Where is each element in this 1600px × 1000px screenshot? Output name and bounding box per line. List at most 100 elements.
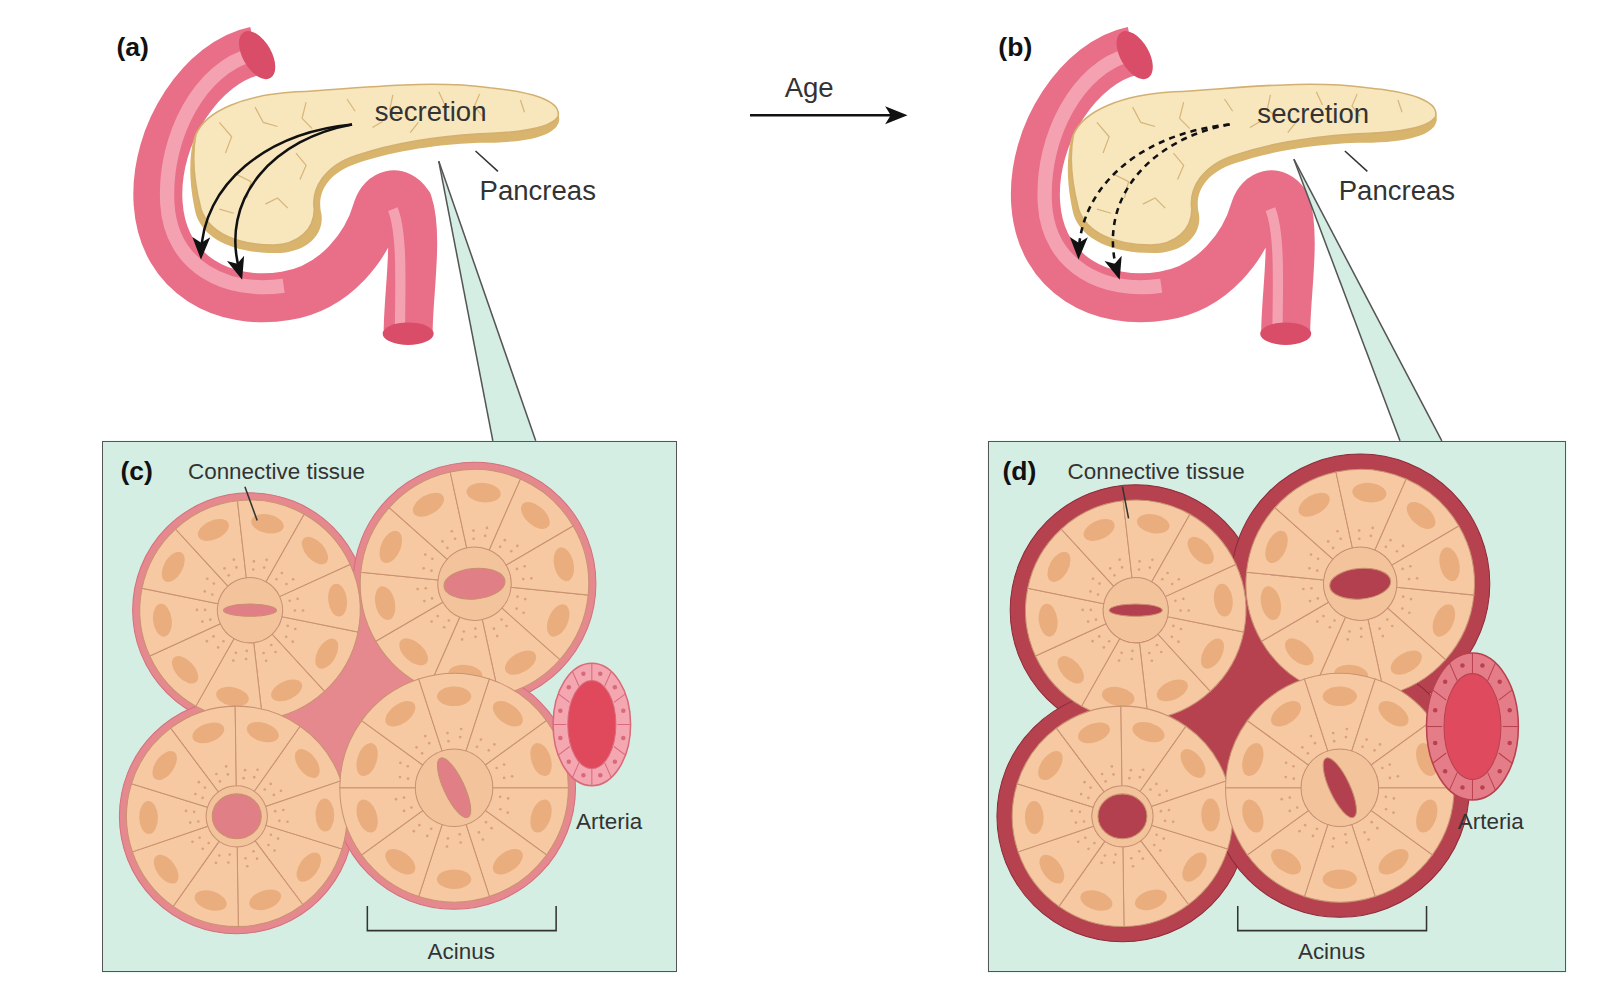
granule [1089, 590, 1092, 593]
granule [213, 582, 216, 585]
granule [1308, 567, 1311, 570]
granule [1361, 745, 1364, 748]
granule [256, 857, 259, 860]
cell-nucleus [1177, 848, 1211, 886]
granule [292, 578, 295, 581]
granule [269, 783, 272, 786]
cell-nucleus [526, 797, 555, 836]
granule [1410, 598, 1413, 601]
granule [1171, 583, 1174, 586]
granule [267, 844, 270, 847]
granule [1385, 795, 1388, 798]
granule [1187, 609, 1190, 612]
artery-wall [1427, 653, 1519, 800]
granule [487, 749, 490, 752]
cell-nucleus [297, 532, 333, 569]
cell-nucleus [1100, 684, 1136, 709]
granule [1172, 820, 1175, 823]
granule [424, 553, 427, 556]
granule [227, 861, 230, 864]
granule [1118, 558, 1121, 561]
granule [194, 793, 197, 796]
granule [291, 640, 294, 643]
part-label: Connective tissue [1068, 460, 1245, 485]
artery-nucleus [613, 685, 617, 689]
artery-cell [553, 724, 566, 725]
granule [281, 572, 284, 575]
artery-cell [614, 694, 625, 703]
granule [207, 842, 210, 845]
cell-nucleus [1043, 548, 1076, 586]
artery-nucleus [558, 736, 562, 740]
acinar-cell [1165, 564, 1246, 632]
granule [1180, 628, 1183, 631]
granule [446, 547, 449, 550]
granule [1179, 609, 1182, 612]
acinus-lumen [1098, 794, 1147, 839]
granule [454, 537, 457, 540]
granule [1363, 831, 1366, 834]
granule [1346, 638, 1349, 641]
acinus-lumen [443, 566, 507, 602]
granule [447, 837, 450, 840]
cell-nucleus [214, 684, 250, 709]
cell-nucleus [290, 745, 325, 783]
granule [1408, 611, 1411, 614]
acinar-cell [175, 501, 246, 586]
granule [522, 611, 525, 614]
cell-nucleus [375, 527, 407, 566]
granule [424, 587, 427, 590]
granule [1385, 808, 1388, 811]
granule [1100, 862, 1103, 865]
cell-nucleus [1266, 696, 1305, 732]
artery-cell [1488, 663, 1496, 681]
artery-nucleus [1497, 769, 1501, 773]
cell-nucleus [149, 850, 184, 888]
granule [431, 597, 434, 600]
granule [1098, 635, 1101, 638]
granule [1367, 838, 1370, 841]
artery-lumen [568, 680, 616, 768]
artery-cell [1499, 690, 1513, 700]
artery-cell [605, 763, 612, 778]
granule [215, 862, 218, 865]
artery-cell [1472, 653, 1473, 674]
granule [430, 569, 433, 572]
granule [447, 740, 450, 743]
granule [462, 630, 465, 633]
granule [472, 529, 475, 532]
granule [245, 650, 248, 653]
acinar-cell [1392, 526, 1475, 595]
granule [516, 595, 519, 598]
granule [245, 658, 248, 661]
granule [296, 598, 299, 601]
granule [505, 625, 508, 628]
artery-cell [572, 671, 579, 686]
granule [510, 550, 513, 553]
granule [252, 850, 255, 853]
granule [1409, 565, 1412, 568]
granule [516, 568, 519, 571]
granule [1164, 820, 1167, 823]
cell-nucleus [246, 886, 283, 914]
artery-nucleus [567, 759, 571, 763]
granule [215, 773, 218, 776]
granule [1141, 857, 1144, 860]
granule [211, 593, 214, 596]
granule [1329, 626, 1332, 629]
granule [1109, 567, 1112, 570]
cell-nucleus [139, 801, 158, 834]
artery-cell [614, 747, 625, 756]
granule [1092, 577, 1095, 580]
granule [395, 798, 398, 801]
granule [1408, 578, 1411, 581]
granule [280, 790, 283, 793]
granule [1120, 651, 1123, 654]
granule [431, 557, 434, 560]
granule [490, 827, 493, 830]
granule [1312, 835, 1315, 838]
granule [1165, 790, 1168, 793]
cell-nucleus [1261, 527, 1293, 566]
cell-nucleus [157, 548, 190, 586]
granule [1280, 798, 1283, 801]
